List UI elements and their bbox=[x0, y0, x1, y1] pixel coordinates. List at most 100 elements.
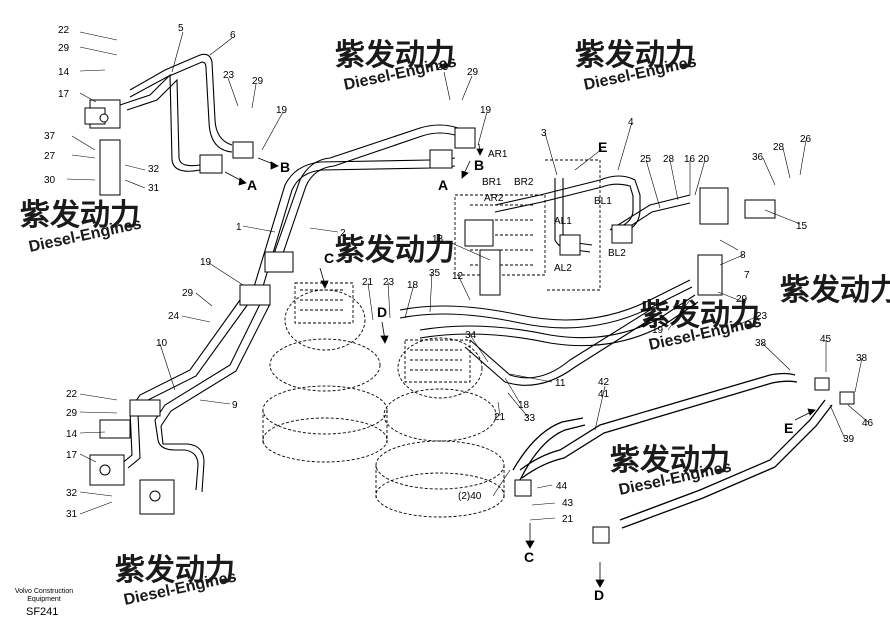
watermark-cn: 紫发动力 bbox=[575, 39, 695, 72]
callout-39: 39 bbox=[843, 434, 855, 445]
callout-44: 44 bbox=[556, 481, 568, 492]
callout-32: 32 bbox=[66, 488, 78, 499]
callout-14: 14 bbox=[58, 67, 70, 78]
connection-arrows bbox=[224, 143, 816, 588]
callout-23: 23 bbox=[383, 277, 395, 288]
callout-17: 17 bbox=[66, 450, 78, 461]
callout-19: 19 bbox=[200, 257, 212, 268]
pipe-group-upper-left bbox=[119, 53, 233, 172]
callout-10: 10 bbox=[156, 338, 168, 349]
callout-9: 9 bbox=[232, 400, 238, 411]
callout-41: 41 bbox=[598, 389, 610, 400]
port-label-br2: BR2 bbox=[514, 177, 534, 188]
callout-labels: 22 29 14 17 37 27 30 32 31 5 6 23 29 19 … bbox=[44, 23, 874, 525]
callout-29: 29 bbox=[182, 288, 194, 299]
swing-motor-left bbox=[262, 282, 388, 463]
port-label-al1: AL1 bbox=[554, 216, 572, 227]
pipe-group-lower-left bbox=[119, 409, 205, 493]
watermark-cn: 紫发动力 bbox=[780, 274, 890, 307]
callout-8: 8 bbox=[740, 250, 746, 261]
watermark-cn: 紫发动力 bbox=[20, 199, 140, 232]
connection-label-a: A bbox=[247, 177, 257, 193]
callout-18: 18 bbox=[518, 400, 530, 411]
port-label-ar1: AR1 bbox=[488, 149, 508, 160]
port-label-bl2: BL2 bbox=[608, 248, 626, 259]
callout-29: 29 bbox=[252, 76, 264, 87]
callout-32: 32 bbox=[148, 164, 160, 175]
quantity-note-40: (2)40 bbox=[458, 491, 482, 502]
callout-3: 3 bbox=[541, 128, 547, 139]
connection-label-d: D bbox=[377, 304, 387, 320]
hose-group-drain bbox=[512, 372, 833, 529]
callout-17: 17 bbox=[58, 89, 70, 100]
callout-2: 2 bbox=[340, 228, 346, 239]
callout-18: 18 bbox=[407, 280, 419, 291]
callout-19: 19 bbox=[480, 105, 492, 116]
watermark-layer: 紫发动力 Diesel-Engines 紫发动力 Diesel-Engines … bbox=[20, 39, 890, 609]
connection-label-e: E bbox=[598, 139, 607, 155]
callout-12: 12 bbox=[452, 271, 464, 282]
callout-26: 26 bbox=[800, 134, 812, 145]
connection-label-a: A bbox=[438, 177, 448, 193]
callout-46: 46 bbox=[862, 418, 874, 429]
connection-label-c: C bbox=[324, 250, 334, 266]
callout-24: 24 bbox=[168, 311, 180, 322]
callout-31: 31 bbox=[66, 509, 78, 520]
callout-22: 22 bbox=[58, 25, 70, 36]
watermark-cn: 紫发动力 bbox=[610, 444, 730, 477]
callout-38: 38 bbox=[755, 338, 767, 349]
watermark-cn: 紫发动力 bbox=[115, 554, 235, 587]
callout-37: 37 bbox=[44, 131, 56, 142]
callout-29: 29 bbox=[736, 294, 748, 305]
callout-19: 19 bbox=[276, 105, 288, 116]
connection-label-b: B bbox=[280, 159, 290, 175]
callout-25: 25 bbox=[640, 154, 652, 165]
pipe-group-main bbox=[129, 124, 459, 427]
callout-45: 45 bbox=[820, 334, 832, 345]
credit-line: Volvo Construction bbox=[14, 588, 74, 595]
port-labels: AR1 AR2 BR1 BR2 AL1 AL2 BL1 BL2 bbox=[482, 149, 626, 274]
leader-lines bbox=[66, 31, 869, 521]
hose-group-center bbox=[399, 279, 699, 386]
callout-42: 42 bbox=[598, 377, 610, 388]
callout-43: 43 bbox=[562, 498, 574, 509]
publisher-credit: Volvo Construction Equipment bbox=[12, 588, 76, 604]
callout-4: 4 bbox=[628, 117, 634, 128]
callout-21: 21 bbox=[362, 277, 374, 288]
drawing-code: SF241 bbox=[26, 606, 59, 618]
callout-13: 13 bbox=[432, 234, 444, 245]
callout-29: 29 bbox=[66, 408, 78, 419]
callout-35: 35 bbox=[429, 268, 441, 279]
callout-6: 6 bbox=[230, 30, 236, 41]
callout-21: 21 bbox=[494, 412, 506, 423]
callout-29: 29 bbox=[467, 67, 479, 78]
callout-31: 31 bbox=[148, 183, 160, 194]
callout-23: 23 bbox=[437, 62, 449, 73]
connection-label-e: E bbox=[784, 420, 793, 436]
connection-label-c: C bbox=[524, 549, 534, 565]
port-label-br1: BR1 bbox=[482, 177, 502, 188]
callout-21: 21 bbox=[562, 514, 574, 525]
callout-28: 28 bbox=[773, 142, 785, 153]
callout-11: 11 bbox=[555, 378, 566, 389]
watermark-cn: 紫发动力 bbox=[335, 39, 455, 72]
callout-36: 36 bbox=[752, 152, 764, 163]
callout-30: 30 bbox=[44, 175, 56, 186]
callout-29: 29 bbox=[58, 43, 70, 54]
connection-labels: A B A B C D E C D E bbox=[247, 139, 793, 603]
callout-7: 7 bbox=[744, 270, 750, 281]
callout-33: 33 bbox=[524, 413, 536, 424]
callout-27: 27 bbox=[44, 151, 56, 162]
callout-5: 5 bbox=[178, 23, 184, 34]
callout-34: 34 bbox=[465, 330, 477, 341]
callout-22: 22 bbox=[66, 389, 78, 400]
port-label-bl1: BL1 bbox=[594, 196, 612, 207]
watermark-cn: 紫发动力 bbox=[335, 234, 455, 267]
connection-label-b: B bbox=[474, 157, 484, 173]
credit-line: Equipment bbox=[27, 596, 61, 603]
callout-14: 14 bbox=[66, 429, 78, 440]
callout-20: 20 bbox=[698, 154, 710, 165]
callout-38: 38 bbox=[856, 353, 868, 364]
swing-motor-right bbox=[375, 337, 505, 518]
